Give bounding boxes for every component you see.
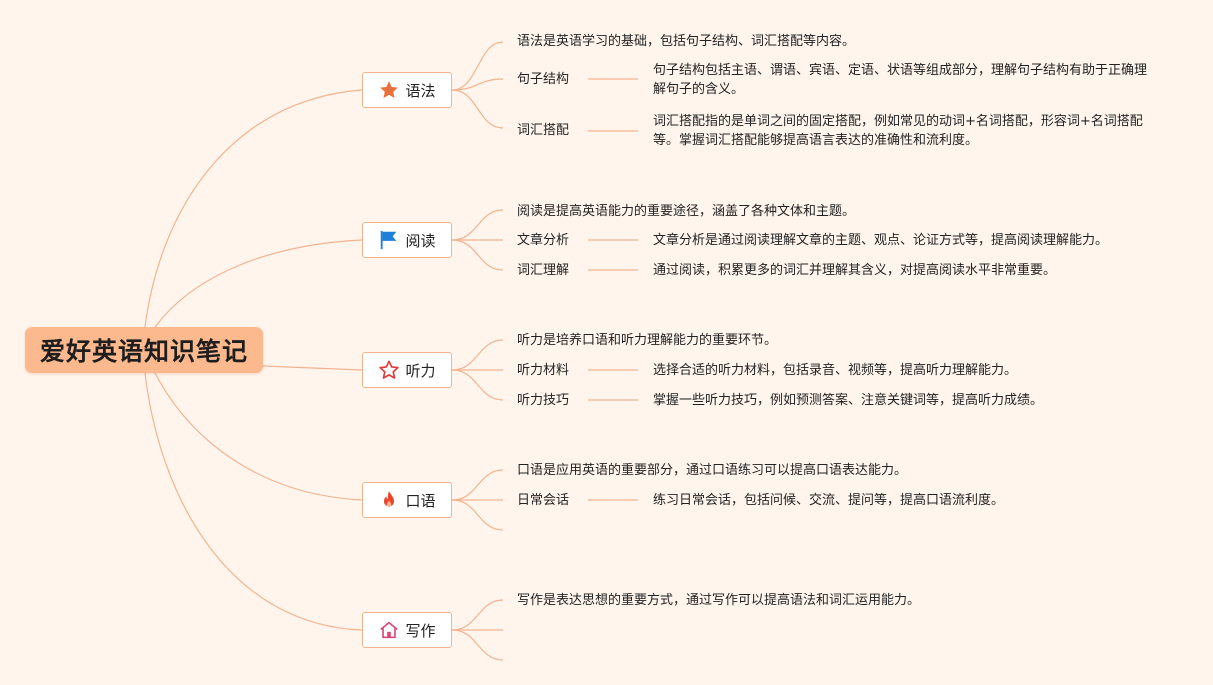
- subtopic-label[interactable]: 词汇搭配: [517, 123, 570, 138]
- topic-speaking[interactable]: 口语: [362, 482, 452, 518]
- subtopic-label[interactable]: 日常会话: [517, 493, 570, 508]
- topic-label: 写作: [405, 621, 436, 640]
- root-to-listening-line: [262, 365, 363, 371]
- star-outline-icon: [378, 359, 400, 381]
- subtopic-detail: 选择合适的听力材料，包括录音、视频等，提高听力理解能力。: [653, 363, 1018, 378]
- root-to-grammar-line: [144, 89, 363, 328]
- topic-reading[interactable]: 阅读: [362, 222, 452, 258]
- topic-label: 阅读: [405, 231, 436, 250]
- subtopic-detail: 掌握一些听力技巧，例如预测答案、注意关键词等，提高听力成绩。: [653, 393, 1044, 408]
- topic-label: 听力: [405, 361, 436, 380]
- topic-summary: 听力是培养口语和听力理解能力的重要环节。: [517, 333, 778, 348]
- topic-grammar[interactable]: 语法: [362, 72, 452, 108]
- topic-label: 语法: [405, 81, 436, 100]
- fire-icon: [378, 489, 400, 511]
- topic-writing[interactable]: 写作: [362, 612, 452, 648]
- subtopic-detail: 练习日常会话，包括问候、交流、提问等，提高口语流利度。: [653, 493, 1005, 508]
- topic-summary: 阅读是提高英语能力的重要途径，涵盖了各种文体和主题。: [517, 204, 856, 219]
- subtopic-label[interactable]: 听力材料: [517, 363, 570, 378]
- topic-summary: 写作是表达思想的重要方式，通过写作可以提高语法和词汇运用能力。: [517, 593, 921, 608]
- subtopic-detail: 词汇搭配指的是单词之间的固定搭配，例如常见的动词+名词搭配，形容词+名词搭配等。…: [653, 114, 1143, 148]
- root-topic[interactable]: 爱好英语知识笔记: [25, 327, 263, 373]
- subtopic-detail: 文章分析是通过阅读理解文章的主题、观点、论证方式等，提高阅读理解能力。: [653, 233, 1109, 248]
- topic-listening[interactable]: 听力: [362, 352, 452, 388]
- star-filled-icon: [378, 79, 400, 101]
- root-to-speaking-line: [154, 372, 363, 501]
- topic-summary: 语法是英语学习的基础，包括句子结构、词汇搭配等内容。: [517, 34, 856, 49]
- subtopic-detail: 通过阅读，积累更多的词汇并理解其含义，对提高阅读水平非常重要。: [653, 263, 1057, 278]
- flag-icon: [378, 229, 400, 251]
- root-to-reading-line: [154, 239, 363, 328]
- subtopic-label[interactable]: 词汇理解: [517, 263, 570, 278]
- subtopic-label[interactable]: 句子结构: [517, 72, 570, 87]
- topic-label: 口语: [405, 491, 436, 510]
- subtopic-label[interactable]: 听力技巧: [517, 393, 570, 408]
- subtopic-label[interactable]: 文章分析: [517, 233, 570, 248]
- topic-summary: 口语是应用英语的重要部分，通过口语练习可以提高口语表达能力。: [517, 463, 908, 478]
- house-icon: [378, 619, 400, 641]
- subtopic-detail: 句子结构包括主语、谓语、宾语、定语、状语等组成部分，理解句子结构有助于正确理解句…: [653, 63, 1148, 97]
- root-to-writing-line: [144, 372, 363, 631]
